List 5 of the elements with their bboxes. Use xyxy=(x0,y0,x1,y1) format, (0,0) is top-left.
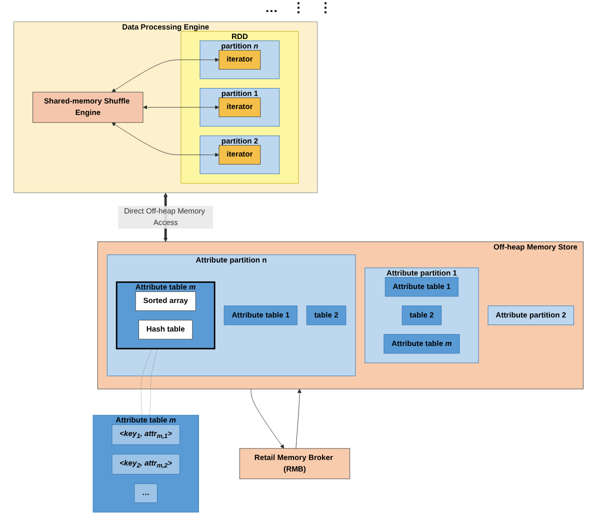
ellipsis-label: ⋮ xyxy=(292,0,305,17)
connector xyxy=(149,348,158,416)
ellipsis-label: ⋮ xyxy=(319,0,332,17)
ellipsis-label: … xyxy=(265,0,278,17)
connector xyxy=(140,348,152,416)
